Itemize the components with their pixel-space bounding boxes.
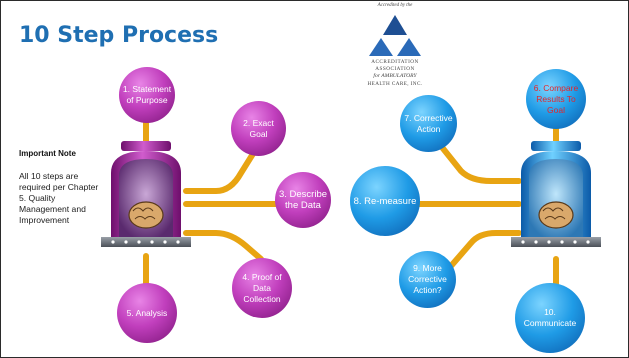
step-5-node: 5. Analysis (117, 283, 177, 343)
step-7-node: 7. Corrective Action (400, 95, 457, 152)
step-2-node: 2. Exact Goal (231, 101, 286, 156)
note-title: Important Note (19, 149, 76, 158)
connector-lines-left (143, 118, 279, 289)
logo-tagline: Accredited by the (377, 3, 413, 8)
step-3-node: 3. Describe the Data (275, 172, 331, 228)
logo-line-4: HEALTH CARE, INC. (367, 81, 423, 87)
logo-line-1: ACCREDITATION (371, 59, 419, 65)
step-8-node: 8. Re-measure (350, 166, 420, 236)
slide-title: 10 Step Process (19, 23, 219, 48)
step-4-node: 4. Proof of Data Collection (232, 258, 292, 318)
connector-lines-right (408, 123, 559, 289)
logo-line-3: for AMBULATORY (373, 73, 417, 79)
capsule-right (511, 141, 601, 247)
logo-line-2: ASSOCIATION (375, 66, 415, 72)
note-body: All 10 steps are required per Chapter 5.… (19, 171, 99, 225)
step-10-node: 10. Communicate (515, 283, 585, 353)
step-9-node: 9. More Corrective Action? (399, 251, 456, 308)
aaahc-logo-icon (369, 15, 421, 56)
step-6-node: 6. Compare Results To Goal (526, 69, 586, 129)
capsule-left (101, 141, 191, 247)
step-1-node: 1. Statement of Purpose (119, 67, 175, 123)
